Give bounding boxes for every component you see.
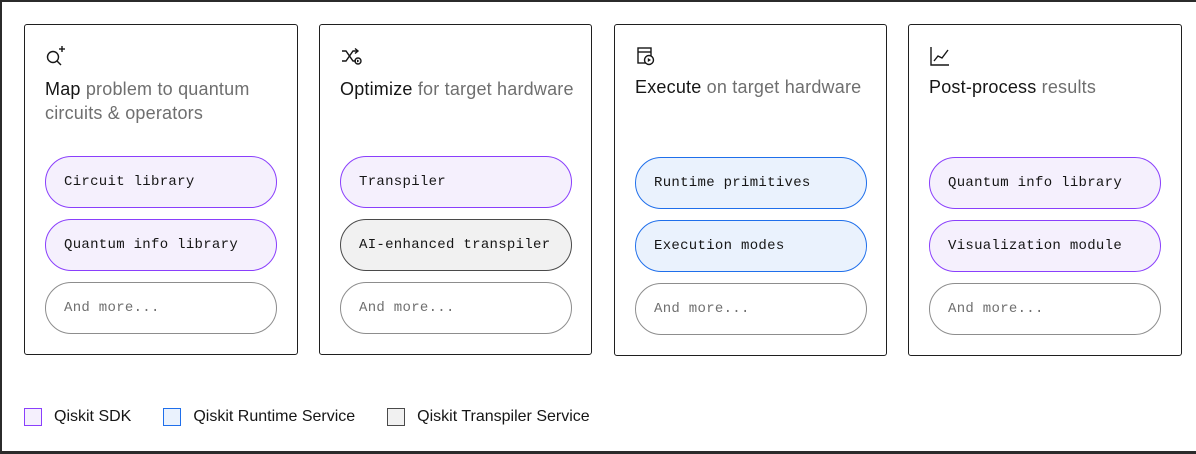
legend-item-qiskit-runtime-service: Qiskit Runtime Service: [163, 408, 355, 426]
legend-label: Qiskit Transpiler Service: [417, 408, 590, 425]
pill-and-more[interactable]: And more...: [929, 283, 1161, 335]
card-map: Map problem to quantum circuits & operat…: [24, 24, 298, 355]
legend: Qiskit SDK Qiskit Runtime Service Qiskit…: [24, 408, 622, 426]
shuffle-icon: [340, 45, 362, 67]
card-title: Map problem to quantum circuits & operat…: [45, 77, 281, 125]
legend-label: Qiskit Runtime Service: [193, 408, 356, 425]
pill-and-more[interactable]: And more...: [45, 282, 277, 334]
card-title-rest: problem to quantum circuits & operators: [45, 79, 250, 123]
card-title-strong: Map: [45, 79, 81, 99]
pill-visualization-module[interactable]: Visualization module: [929, 220, 1161, 272]
legend-label: Qiskit SDK: [54, 408, 132, 425]
pill-transpiler[interactable]: Transpiler: [340, 156, 572, 208]
pill-and-more[interactable]: And more...: [340, 282, 572, 334]
legend-item-qiskit-transpiler-service: Qiskit Transpiler Service: [387, 408, 590, 426]
card-execute: Execute on target hardware Runtime primi…: [614, 24, 887, 356]
pill-and-more[interactable]: And more...: [635, 283, 867, 335]
legend-swatch-runtime: [163, 408, 182, 426]
card-optimize: Optimize for target hardware Transpiler …: [319, 24, 592, 355]
legend-swatch-sdk: [24, 408, 42, 426]
pill-quantum-info-library[interactable]: Quantum info library: [929, 157, 1161, 209]
card-title-strong: Post-process: [929, 77, 1037, 97]
card-title-rest: results: [1036, 77, 1097, 97]
pill-runtime-primitives[interactable]: Runtime primitives: [635, 157, 867, 209]
card-title-rest: on target hardware: [701, 77, 862, 97]
zoom-in-icon: [45, 45, 67, 67]
chart-line-icon: [929, 45, 951, 67]
pill-ai-enhanced-transpiler[interactable]: AI-enhanced transpiler: [340, 219, 572, 271]
card-title-strong: Optimize: [340, 79, 413, 99]
card-title-rest: for target hardware: [412, 79, 574, 99]
card-title: Optimize for target hardware: [340, 77, 575, 101]
legend-item-qiskit-sdk: Qiskit SDK: [24, 408, 131, 426]
card-post-process: Post-process results Quantum info librar…: [908, 24, 1182, 356]
legend-swatch-transpiler: [387, 408, 406, 426]
card-title: Post-process results: [929, 75, 1165, 99]
pill-circuit-library[interactable]: Circuit library: [45, 156, 277, 208]
pill-execution-modes[interactable]: Execution modes: [635, 220, 867, 272]
run-icon: [635, 45, 657, 67]
card-title-strong: Execute: [635, 77, 702, 97]
pill-quantum-info-library[interactable]: Quantum info library: [45, 219, 277, 271]
card-title: Execute on target hardware: [635, 75, 870, 99]
